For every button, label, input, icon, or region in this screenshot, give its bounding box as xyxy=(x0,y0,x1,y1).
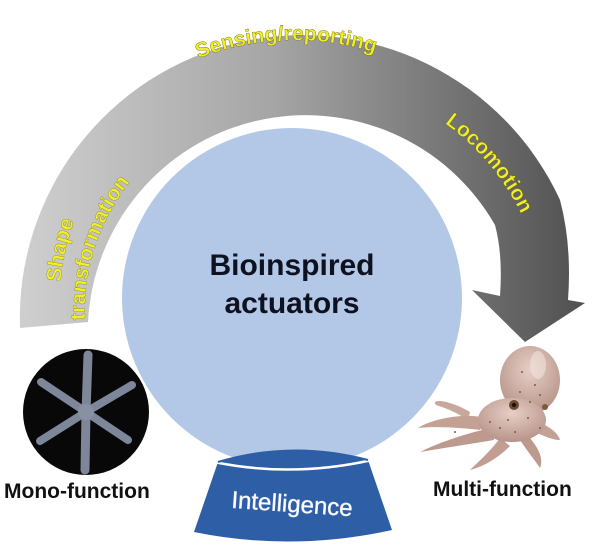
center-title: Bioinspired actuators xyxy=(122,247,462,323)
mono-function-label: Mono-function xyxy=(4,480,150,503)
octopus-icon xyxy=(418,346,560,470)
starfish-like-actuator-icon xyxy=(23,349,149,475)
center-circle xyxy=(122,128,462,468)
multi-function-label: Multi-function xyxy=(433,478,572,501)
center-title-line2: actuators xyxy=(224,287,360,320)
intelligence-pedestal xyxy=(194,449,392,542)
process-arc-arrow xyxy=(19,35,585,343)
center-title-line1: Bioinspired xyxy=(209,249,375,282)
